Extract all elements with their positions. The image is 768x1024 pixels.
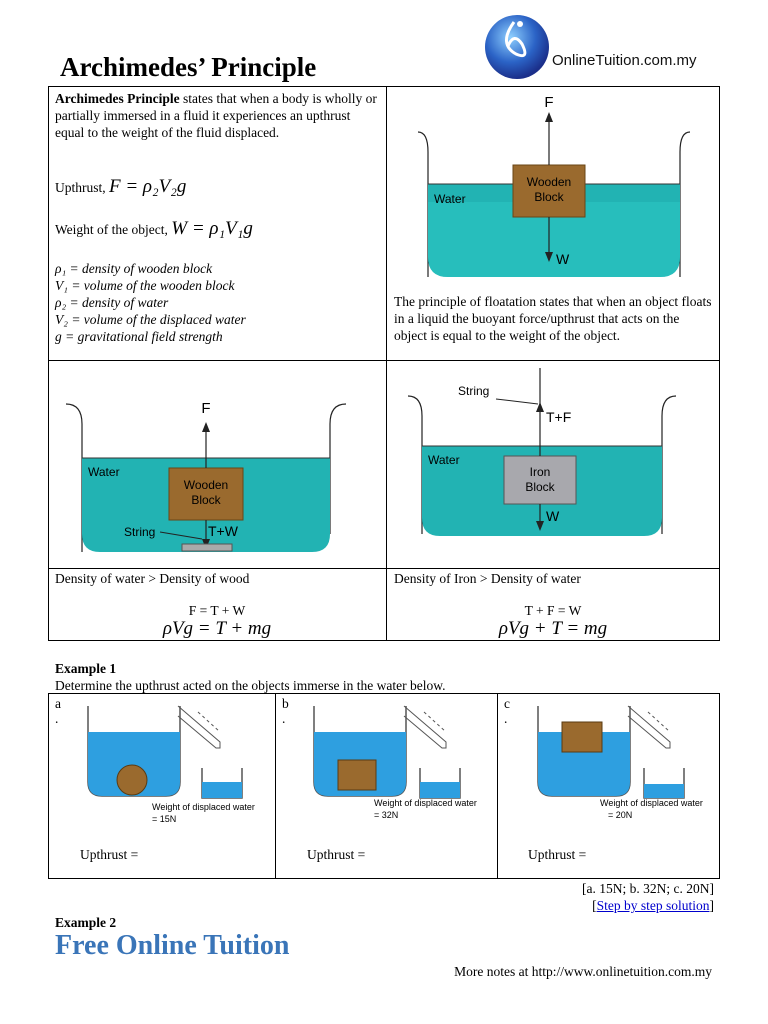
svg-text:= 15N: = 15N — [152, 814, 176, 824]
arrow-up-icon — [536, 402, 544, 412]
upthrust-formula: F = ρ₂V₂g — [109, 176, 187, 197]
grid-divider-horizontal — [48, 360, 720, 361]
svg-text:Block: Block — [534, 190, 564, 204]
right-equation-1: T + F = W — [524, 603, 582, 618]
svg-text:Iron: Iron — [530, 465, 551, 479]
svg-text:Block: Block — [525, 480, 555, 494]
block-label: Wooden — [527, 175, 571, 189]
svg-text:F: F — [544, 94, 553, 111]
part-c-dot: . — [504, 711, 508, 726]
floating-block-diagram: Wooden Block F W Water — [417, 94, 691, 277]
page-title: Archimedes’ Principle — [60, 52, 317, 82]
example-divider — [275, 693, 276, 879]
left-density-comparison: Density of water > Density of wood — [55, 571, 250, 586]
left-equation-1: F = T + W — [188, 603, 246, 618]
part-b-diagram: Weight of displaced water = 32N — [313, 705, 477, 820]
svg-text:String: String — [124, 525, 155, 539]
part-c-letter: c — [504, 696, 510, 711]
principle-statement: Archimedes Principle states that when a … — [55, 91, 377, 140]
free-online-tuition-banner: Free Online Tuition — [55, 930, 290, 961]
principle-table — [48, 86, 720, 641]
definition-item: g = gravitational field strength — [55, 329, 223, 344]
svg-text:Water: Water — [434, 192, 466, 206]
svg-text:W: W — [556, 251, 570, 267]
definition-item: V₂ = volume of the displaced water — [55, 312, 246, 327]
svg-text:Water: Water — [428, 453, 460, 467]
svg-text:Block: Block — [191, 493, 221, 507]
wooden-block — [512, 164, 586, 218]
grid-divider-vertical — [386, 86, 387, 641]
part-b-upthrust: Upthrust = — [307, 847, 366, 862]
part-c-diagram: Weight of displaced water = 20N — [537, 705, 703, 820]
svg-text:String: String — [458, 384, 489, 398]
svg-text:Weight of displaced water: Weight of displaced water — [152, 802, 255, 812]
right-density-comparison: Density of Iron > Density of water — [394, 571, 581, 586]
floatation-statement: The principle of floatation states that … — [394, 294, 712, 343]
definitions-list: ρ₁ = density of wooden block V₁ = volume… — [55, 260, 246, 345]
weight-formula: W = ρ₁V₁g — [171, 218, 253, 239]
svg-text:F: F — [201, 400, 210, 417]
example-1-table — [48, 693, 720, 879]
upthrust-line: Upthrust, F = ρ₂V₂g — [55, 176, 187, 197]
definition-item: V₁ = volume of the wooden block — [55, 278, 235, 293]
part-a-dot: . — [55, 711, 59, 726]
svg-text:W: W — [546, 508, 560, 524]
arrow-down-icon — [545, 252, 553, 262]
example-1-instruction: Determine the upthrust acted on the obje… — [55, 678, 446, 693]
definition-item: ρ₂ = density of water — [55, 295, 169, 310]
cube-object — [337, 759, 377, 791]
weight-line: Weight of the object, W = ρ₁V₁g — [55, 218, 253, 239]
svg-text:Weight of displaced water: Weight of displaced water — [600, 798, 703, 808]
arrow-down-icon — [536, 521, 544, 531]
right-equation-2: ρVg + T = mg — [498, 618, 608, 639]
example-divider — [497, 693, 498, 879]
example-2-heading: Example 2 — [55, 915, 117, 930]
logo-text: OnlineTuition.com.my — [552, 52, 697, 69]
svg-text:Water: Water — [88, 465, 120, 479]
svg-text:T+F: T+F — [546, 409, 571, 425]
part-a-letter: a — [55, 696, 61, 711]
string-anchor — [181, 543, 233, 552]
water-fill — [538, 732, 630, 796]
svg-text:= 20N: = 20N — [608, 810, 632, 820]
svg-text:T+W: T+W — [208, 523, 239, 539]
iron-block-diagram: Iron Block T+F String W Water — [407, 368, 677, 536]
part-a-diagram: Weight of displaced water = 15N — [87, 705, 255, 824]
part-b-letter: b — [282, 696, 289, 711]
water-fill — [88, 732, 180, 796]
definition-item: ρ₁ = density of wooden block — [55, 261, 213, 276]
logo-globe-icon — [485, 15, 549, 79]
svg-text:Wooden: Wooden — [184, 478, 228, 492]
example-1-heading: Example 1 — [55, 661, 117, 676]
part-c-upthrust: Upthrust = — [528, 847, 587, 862]
sphere-object — [116, 764, 148, 796]
left-equation-2: ρVg = T + mg — [162, 618, 272, 639]
floating-cube-object — [561, 721, 603, 753]
arrow-up-icon — [202, 422, 210, 432]
more-notes-footer: More notes at http://www.onlinetuition.c… — [454, 964, 712, 979]
tied-wooden-block-diagram: Wooden Block F T+W String Water — [65, 400, 347, 552]
solution-link-line: [Step by step solution] — [592, 898, 714, 913]
wooden-block — [168, 467, 244, 521]
part-b-dot: . — [282, 711, 286, 726]
example-1-answers: [a. 15N; b. 32N; c. 20N] — [582, 881, 714, 896]
logo — [485, 15, 549, 79]
grid-divider-horizontal-2 — [48, 568, 720, 569]
svg-text:= 32N: = 32N — [374, 810, 398, 820]
part-a-upthrust: Upthrust = — [80, 847, 139, 862]
svg-text:Weight of displaced water: Weight of displaced water — [374, 798, 477, 808]
step-by-step-solution-link[interactable]: Step by step solution — [596, 898, 710, 913]
arrow-up-icon — [545, 112, 553, 122]
